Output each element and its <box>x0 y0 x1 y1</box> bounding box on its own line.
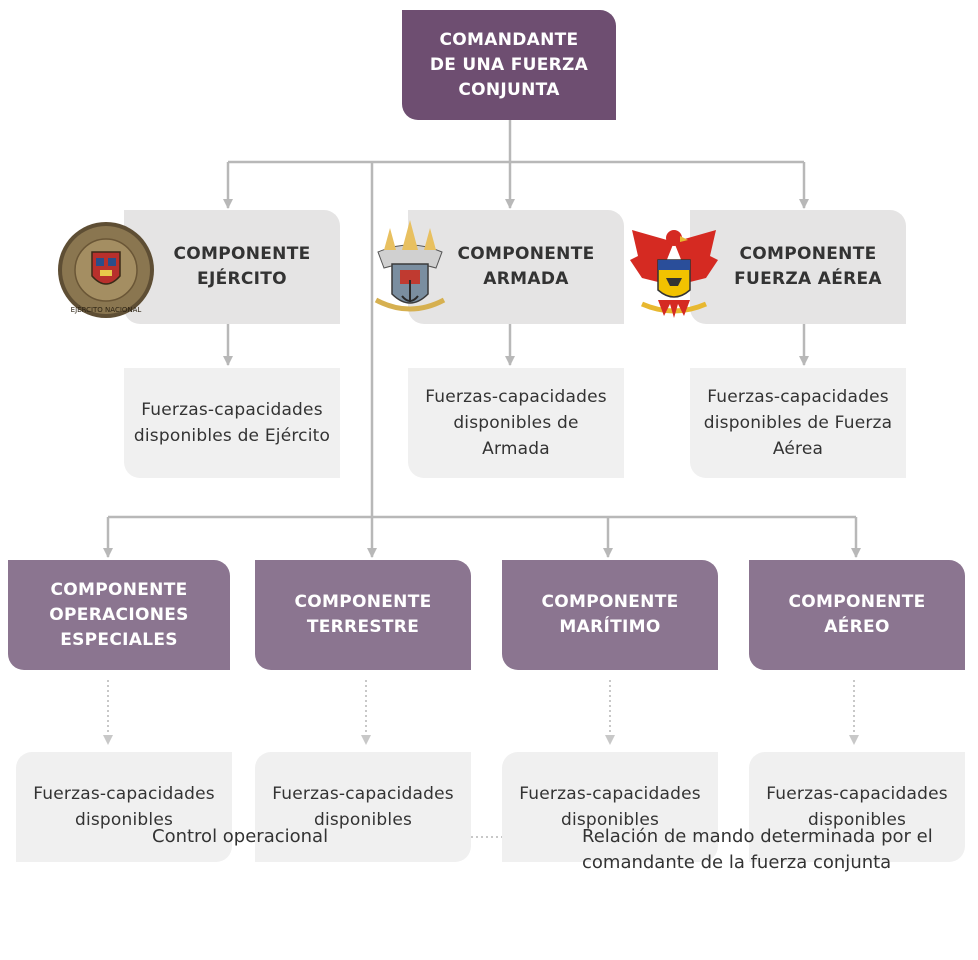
component-terrestre: COMPONENTE TERRESTRE <box>255 560 471 670</box>
component-ejercito: COMPONENTE EJÉRCITO <box>124 210 340 324</box>
legend-solid-label: Control operacional <box>152 826 329 847</box>
component-operaciones-especiales: COMPONENTE OPERACIONES ESPECIALES <box>8 560 230 670</box>
component-aereo: COMPONENTE AÉREO <box>749 560 965 670</box>
component-fuerza-aerea: COMPONENTE FUERZA AÉREA <box>690 210 906 324</box>
component-maritimo: COMPONENTE MARÍTIMO <box>502 560 718 670</box>
capabilities-operaciones-especiales: Fuerzas-capacidades disponibles <box>16 752 232 862</box>
capabilities-fuerza-aerea: Fuerzas-capacidades disponibles de Fuerz… <box>690 368 906 478</box>
capabilities-terrestre: Fuerzas-capacidades disponibles <box>255 752 471 862</box>
fuerza-aerea-eagle-icon <box>630 230 718 318</box>
capabilities-armada: Fuerzas-capacidades disponibles de Armad… <box>408 368 624 478</box>
legend-dotted-label: Relación de mando determinada por el com… <box>582 826 933 873</box>
armada-coat-of-arms-icon <box>374 220 446 312</box>
capabilities-maritimo: Fuerzas-capacidades disponibles <box>502 752 718 862</box>
ejercito-seal-text: EJÉRCITO NACIONAL <box>71 305 142 314</box>
commander-box: COMANDANTE DE UNA FUERZA CONJUNTA <box>402 10 616 120</box>
capabilities-ejercito: Fuerzas-capacidades disponibles de Ejérc… <box>124 368 340 478</box>
capabilities-aereo: Fuerzas-capacidades disponibles <box>749 752 965 862</box>
component-armada: COMPONENTE ARMADA <box>408 210 624 324</box>
ejercito-seal-icon: EJÉRCITO NACIONAL <box>58 222 154 318</box>
